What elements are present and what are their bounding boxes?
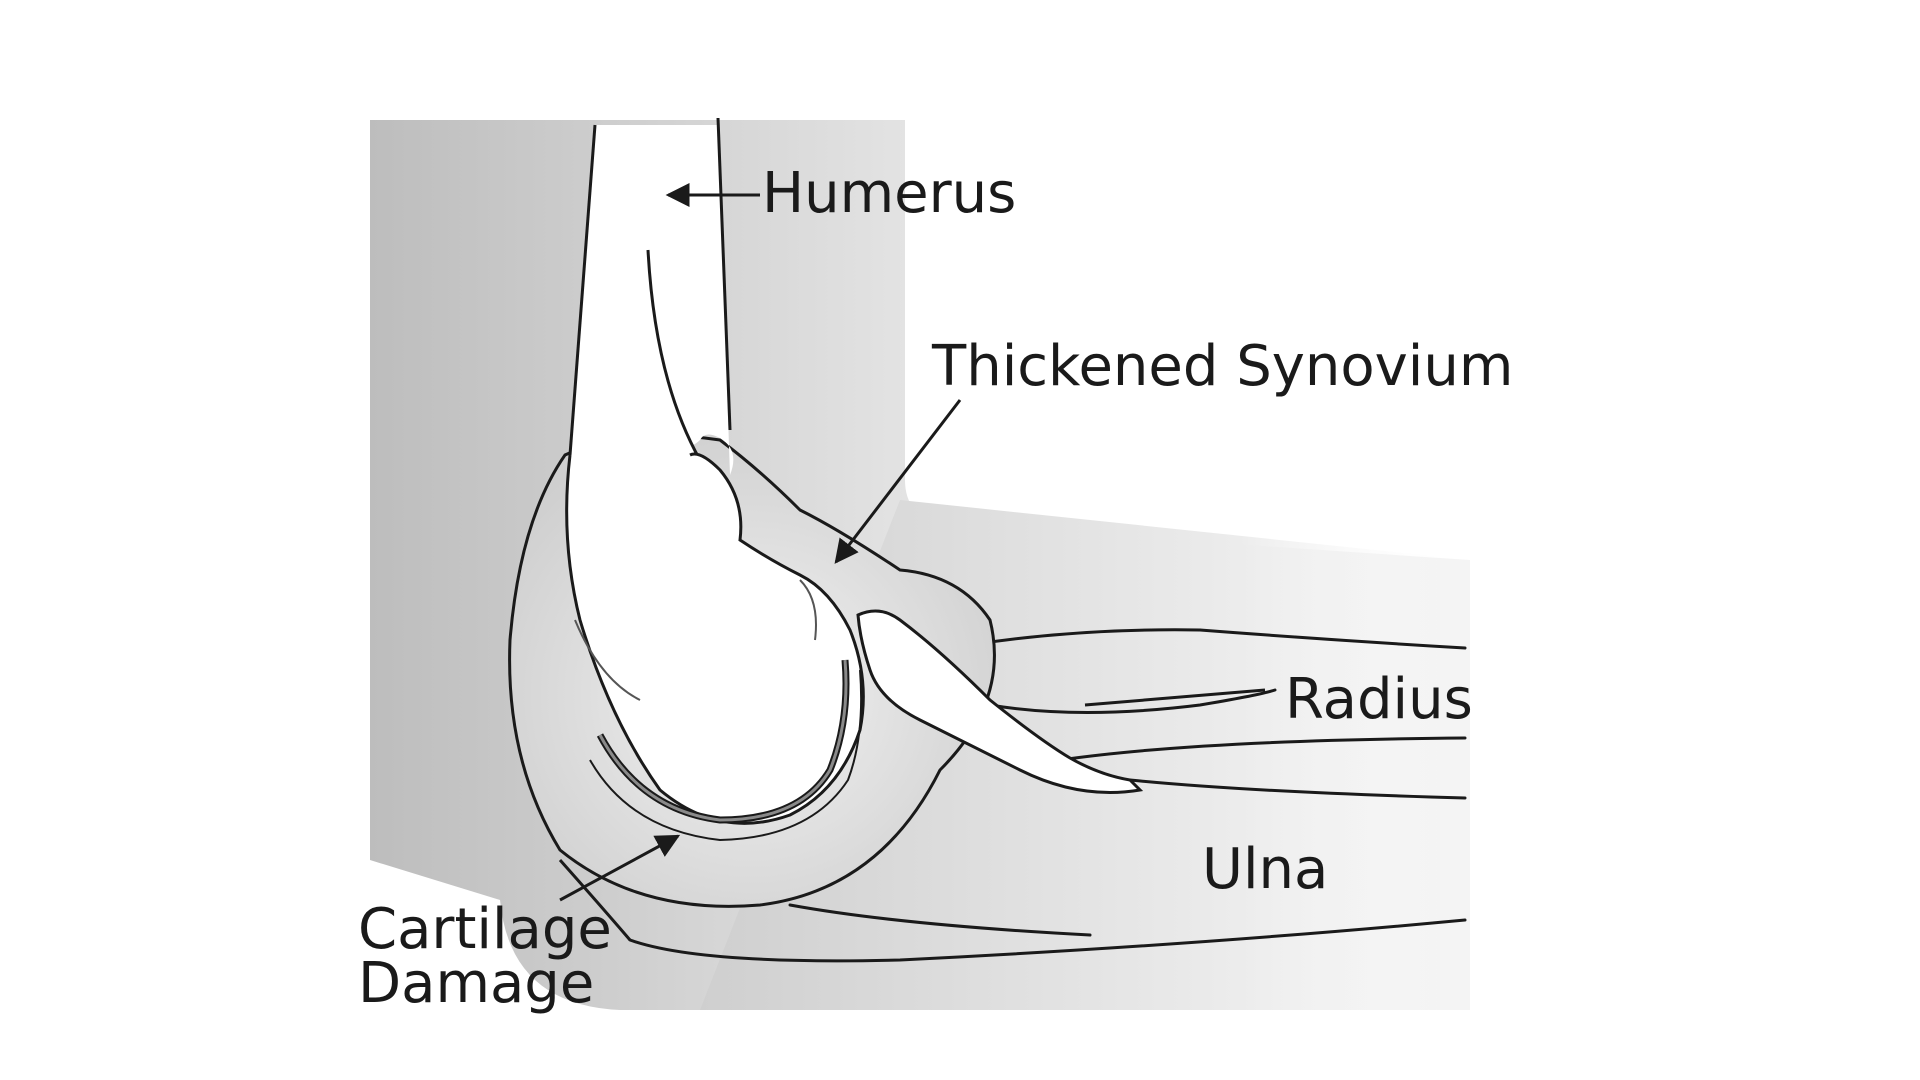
ulna-lower-border bbox=[558, 859, 632, 941]
humerus-bone bbox=[565, 117, 865, 825]
ulna-label: Ulna bbox=[1202, 837, 1328, 902]
synovium-label: Thickened Synovium bbox=[931, 334, 1513, 399]
cartilage-arrow bbox=[559, 834, 681, 902]
humerus-label: Humerus bbox=[762, 161, 1016, 226]
synovium-arrow bbox=[834, 399, 962, 564]
ulna-olecranon bbox=[856, 609, 1144, 794]
forearm-bones bbox=[628, 628, 1467, 963]
label-arrows bbox=[559, 183, 1266, 902]
radius-label: Radius bbox=[1285, 667, 1473, 732]
cartilage-damage-band bbox=[589, 659, 863, 842]
radius-leader bbox=[1084, 688, 1266, 707]
cartilage-label-line2: Damage bbox=[358, 951, 594, 1016]
cartilage-label-line1: Cartilage bbox=[358, 897, 612, 962]
